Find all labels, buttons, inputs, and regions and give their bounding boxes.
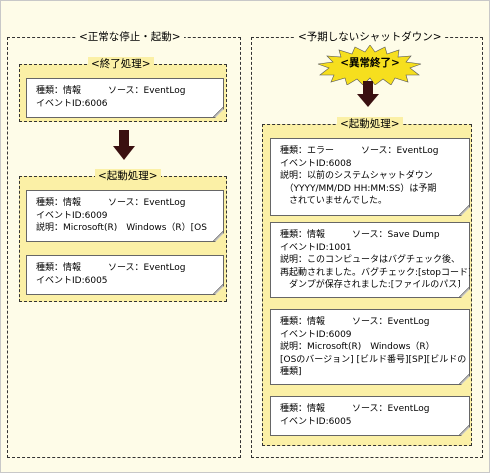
card-line: 種類：エラー ソース：EventLog <box>280 146 439 156</box>
card-line: イベントID:6008 <box>280 158 352 169</box>
down-arrow-icon <box>113 130 135 160</box>
card-line: 種類：情報 ソース：EventLog <box>36 198 186 208</box>
page-fold-icon <box>213 231 223 241</box>
card-line: ダンプが保存されました:[ファイルのパス] <box>280 280 461 290</box>
startup-process-title-left: <起動処理> <box>95 169 161 183</box>
card-line: （YYYY/MM/DD HH:MM:SS）は予期 <box>280 183 437 194</box>
card-line: 再起動されました。バグチェック:[stopコード] <box>280 267 472 278</box>
abnormal-burst-icon <box>317 45 422 85</box>
event-card-6006: 種類：情報 ソース：EventLog イベントID:6006 <box>26 78 224 118</box>
card-line: イベントID:1001 <box>280 242 352 253</box>
card-line: 種類：情報 ソース：Save Dump <box>280 230 440 240</box>
event-card-1001: 種類：情報 ソース：Save Dump イベントID:1001 説明：このコンピ… <box>270 222 470 298</box>
event-card-6009: 種類：情報 ソース：EventLog イベントID:6009 説明：Micros… <box>26 190 224 242</box>
page-fold-icon <box>213 284 223 294</box>
card-line: イベントID:6009 <box>36 210 108 221</box>
event-card-6008: 種類：エラー ソース：EventLog イベントID:6008 説明：以前のシス… <box>270 138 470 216</box>
page-fold-icon <box>213 107 223 117</box>
page-fold-icon <box>459 425 469 435</box>
down-arrow-icon <box>357 81 379 107</box>
abnormal-termination-label: <異常終了> <box>340 57 400 69</box>
startup-process-title-right: <起動処理> <box>337 117 403 131</box>
card-line: 種類] <box>280 367 302 377</box>
card-line: 種類：情報 ソース：EventLog <box>36 263 186 273</box>
shutdown-process-title: <終了処理> <box>88 57 154 71</box>
card-line: 種類：情報 ソース：EventLog <box>280 317 430 327</box>
unexpected-shutdown-panel-title: <予期しないシャットダウン> <box>295 30 445 44</box>
page-fold-icon <box>459 287 469 297</box>
card-line: 種類：情報 ソース：EventLog <box>280 404 430 414</box>
page-fold-icon <box>459 374 469 384</box>
card-line: 説明：以前のシステムシャットダウン <box>280 171 433 181</box>
card-line: 説明：Microsoft(R) Windows（R）[OS <box>36 223 207 233</box>
card-line: イベントID:6005 <box>280 416 352 427</box>
card-line: イベントID:6005 <box>36 275 108 286</box>
card-line: されていませんでした。 <box>280 196 388 206</box>
card-line: イベントID:6006 <box>36 98 108 109</box>
card-line: イベントID:6009 <box>280 329 352 340</box>
card-line: 説明：Microsoft(R) Windows（R） <box>280 342 435 352</box>
card-line: [OSのバージョン] [ビルド番号][SP][ビルドの <box>280 354 467 365</box>
card-line: 種類：情報 ソース：EventLog <box>36 86 186 96</box>
page-fold-icon <box>459 205 469 215</box>
event-card-6005: 種類：情報 ソース：EventLog イベントID:6005 <box>26 255 224 295</box>
normal-shutdown-panel-title: <正常な停止・起動> <box>76 30 184 44</box>
event-card-6009-right: 種類：情報 ソース：EventLog イベントID:6009 説明：Micros… <box>270 309 470 385</box>
event-card-6005-right: 種類：情報 ソース：EventLog イベントID:6005 <box>270 396 470 436</box>
card-line: 説明：このコンピュータはバグチェック後、 <box>280 255 461 265</box>
